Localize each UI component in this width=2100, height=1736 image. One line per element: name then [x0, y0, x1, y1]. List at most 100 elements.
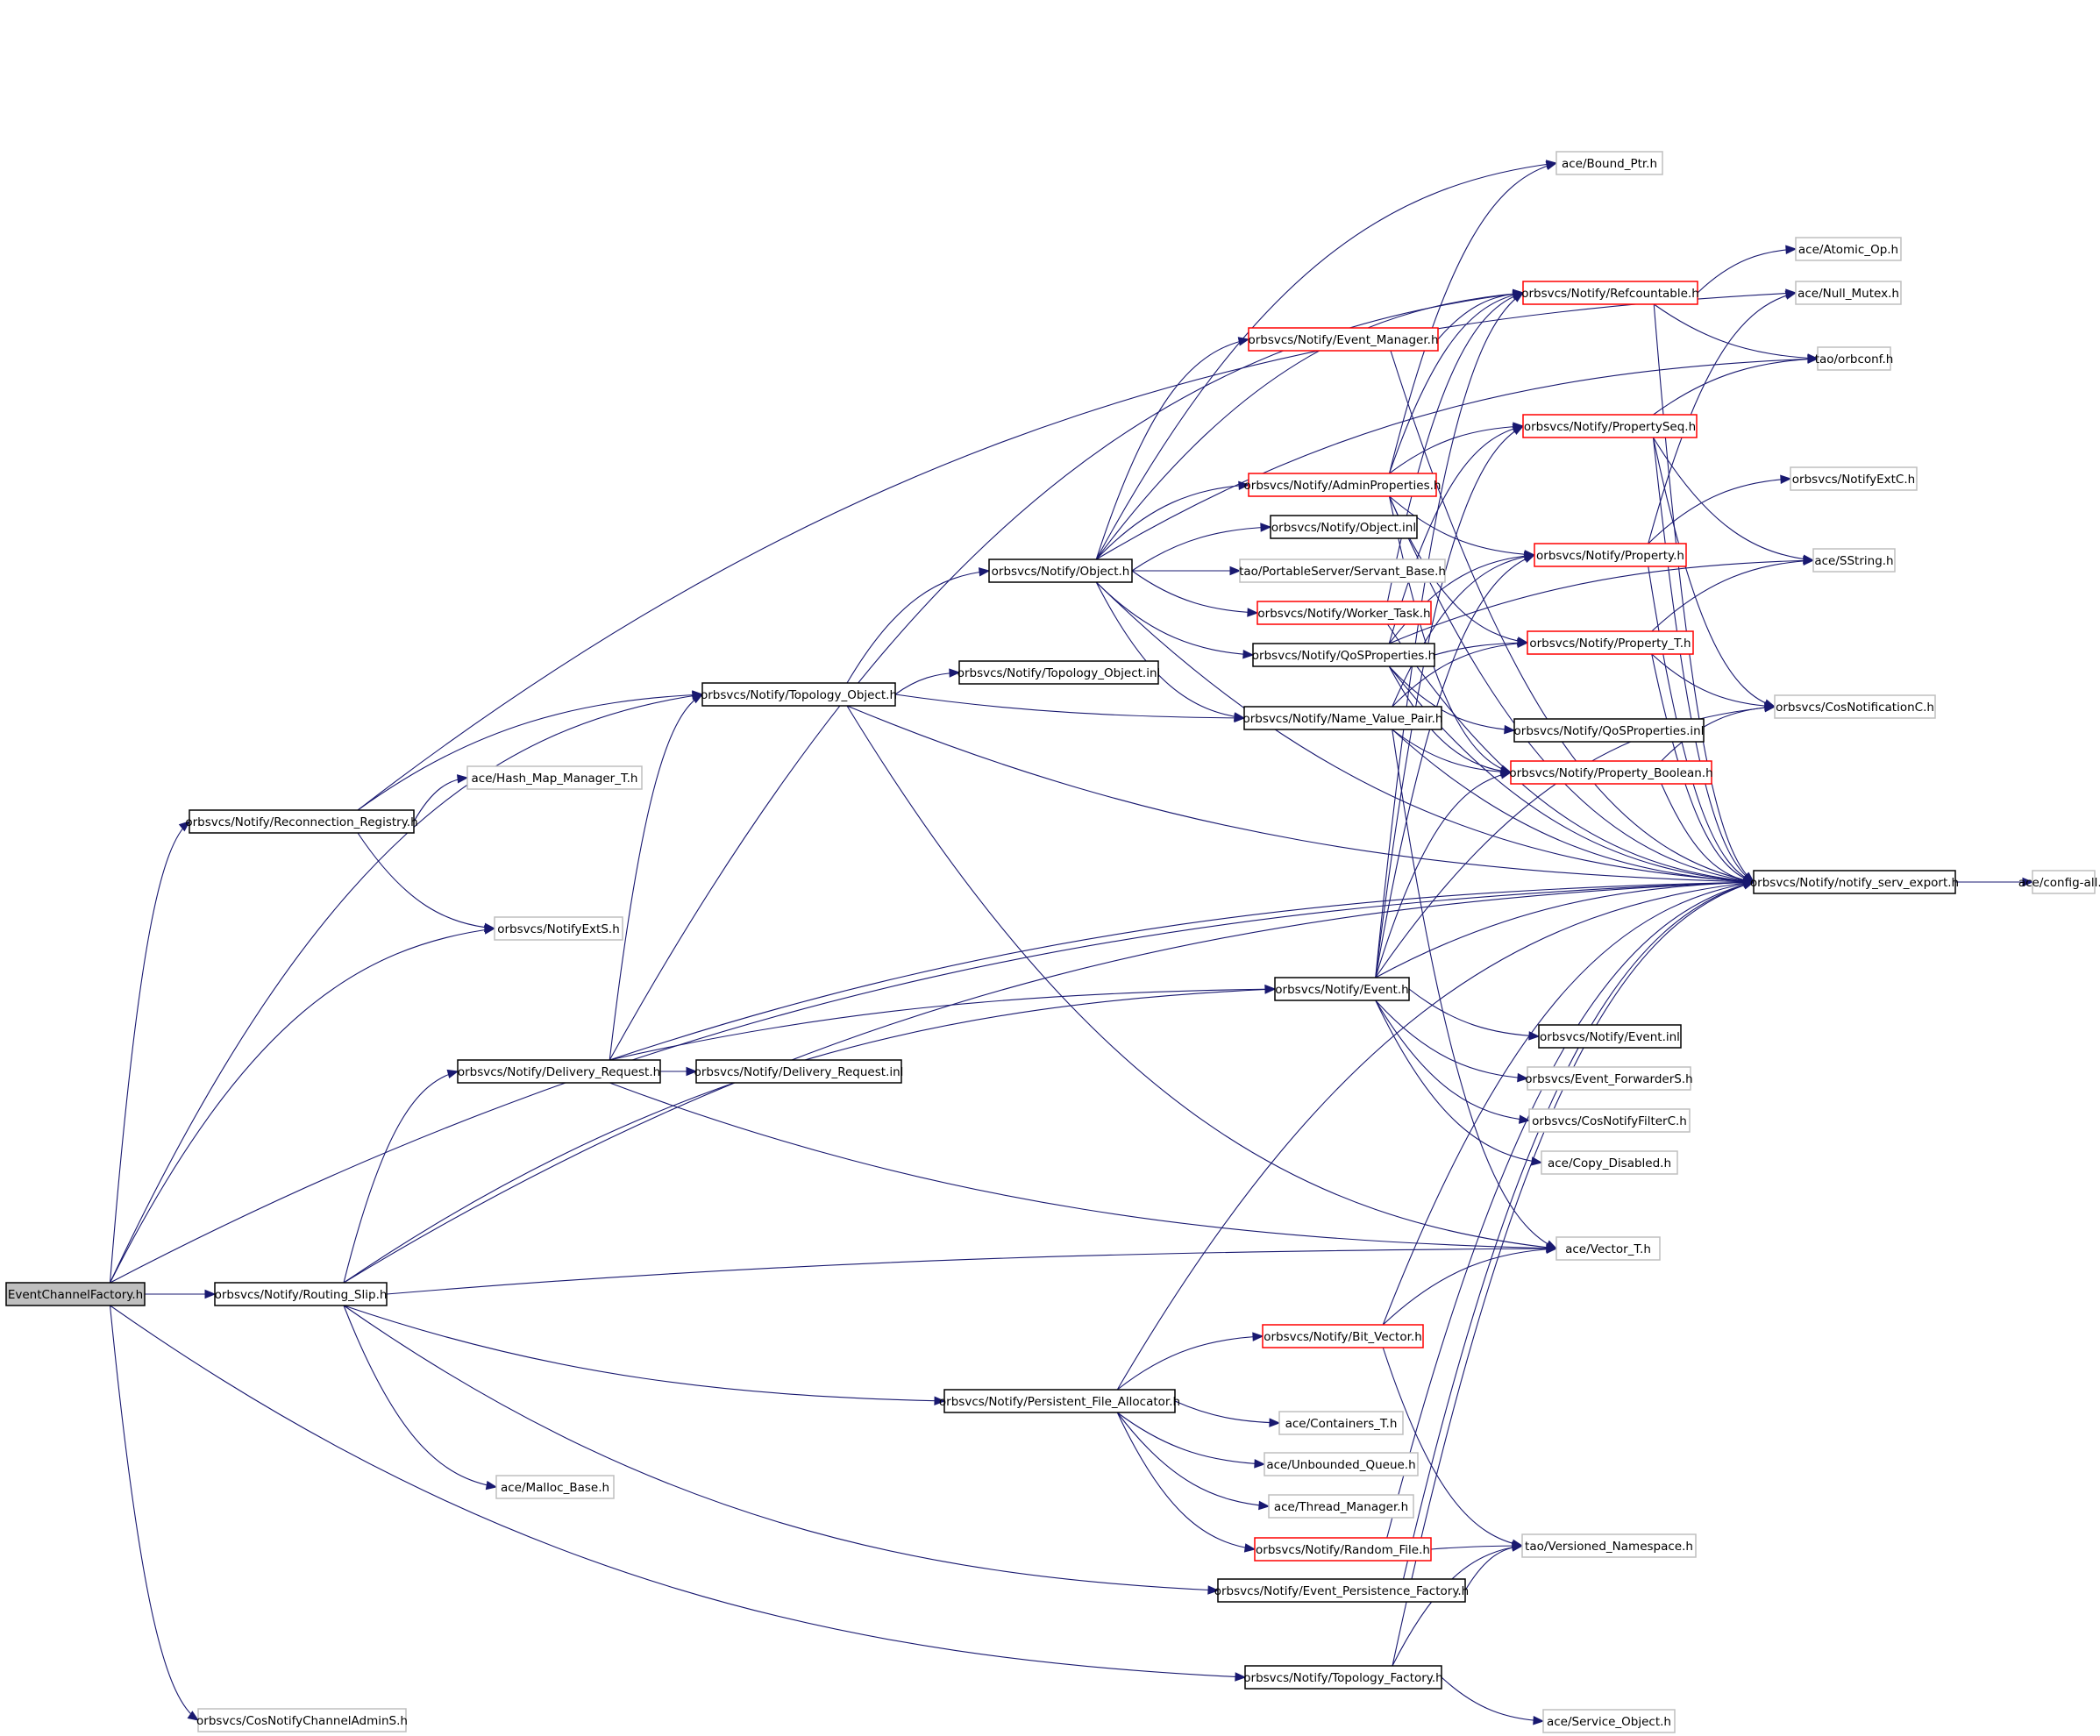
edge-line [609, 881, 1755, 1061]
node-copy-disabled[interactable]: ace/Copy_Disabled.h [1541, 1150, 1678, 1175]
node-notify-serv-export[interactable]: orbsvcs/Notify/notify_serv_export.h [1750, 870, 1959, 894]
node-config-all[interactable]: ace/config-all.h [2018, 870, 2100, 894]
node-reconnection-registry[interactable]: orbsvcs/Notify/Reconnection_Registry.h [185, 809, 418, 834]
node-box [1795, 281, 1902, 305]
node-notifyextc[interactable]: orbsvcs/NotifyExtC.h [1790, 466, 1918, 491]
node-topology-factory[interactable]: orbsvcs/Notify/Topology_Factory.h [1243, 1665, 1443, 1690]
node-worker-task[interactable]: orbsvcs/Notify/Worker_Task.h [1256, 601, 1432, 625]
arrowhead [1785, 245, 1797, 254]
node-box [958, 660, 1159, 685]
edge-line [386, 1248, 1557, 1295]
node-object-inl[interactable]: orbsvcs/Notify/Object.inl [1270, 515, 1418, 539]
node-label: orbsvcs/Notify/QoSProperties.h [1252, 649, 1435, 663]
edge-line [1388, 425, 1524, 644]
node-delivery-request-inl[interactable]: orbsvcs/Notify/Delivery_Request.inl [694, 1059, 904, 1084]
node-label: orbsvcs/CosNotifyFilterC.h [1532, 1114, 1687, 1128]
node-box [214, 1282, 388, 1306]
edge-line [1131, 570, 1258, 614]
node-routing-slip[interactable]: orbsvcs/Notify/Routing_Slip.h [214, 1282, 388, 1306]
edge-line [357, 292, 1797, 811]
node-refcountable[interactable]: orbsvcs/Notify/Refcountable.h [1521, 281, 1699, 305]
node-name-value-pair[interactable]: orbsvcs/Notify/Name_Value_Pair.h [1243, 706, 1443, 730]
node-servant-base[interactable]: tao/PortableServer/Servant_Base.h [1239, 559, 1446, 583]
node-delivery-request[interactable]: orbsvcs/Notify/Delivery_Request.h [457, 1059, 661, 1084]
node-box [1248, 473, 1437, 497]
node-property-t[interactable]: orbsvcs/Notify/Property_T.h [1527, 630, 1694, 655]
node-label: orbsvcs/Notify/Routing_Slip.h [215, 1288, 388, 1302]
node-thread-manager[interactable]: ace/Thread_Manager.h [1268, 1494, 1414, 1519]
edge-object-h-to-bound-ptr [1095, 160, 1558, 560]
node-service-object[interactable]: ace/Service_Object.h [1542, 1709, 1676, 1733]
node-sstring[interactable]: ace/SString.h [1812, 548, 1896, 573]
edge-line [1095, 484, 1249, 560]
node-label: orbsvcs/Notify/Event_Manager.h [1248, 333, 1438, 347]
node-cosnotifychanneladmins[interactable]: orbsvcs/CosNotifyChannelAdminS.h [196, 1708, 408, 1732]
node-event-manager[interactable]: orbsvcs/Notify/Event_Manager.h [1248, 327, 1439, 352]
node-property-boolean[interactable]: orbsvcs/Notify/Property_Boolean.h [1509, 760, 1713, 785]
node-box [1522, 414, 1698, 438]
edge-line [1375, 706, 1776, 978]
edge-reconnection-registry-to-topology-object [357, 690, 704, 811]
node-qos-properties[interactable]: orbsvcs/Notify/QoSProperties.h [1252, 643, 1435, 667]
arrowhead [1784, 290, 1797, 300]
node-label: orbsvcs/Notify/Topology_Object.h [701, 688, 897, 702]
edge-line [1095, 338, 1249, 560]
node-hash-map-manager[interactable]: ace/Hash_Map_Manager_T.h [466, 765, 643, 790]
node-orbconf[interactable]: tao/orbconf.h [1815, 346, 1894, 371]
edge-topology-factory-to-service-object [1441, 1676, 1545, 1725]
node-property-h[interactable]: orbsvcs/Notify/Property.h [1534, 543, 1687, 567]
node-label: orbsvcs/Notify/Refcountable.h [1521, 287, 1699, 301]
edge-line [1437, 292, 1524, 340]
node-event-inl[interactable]: orbsvcs/Notify/Event.inl [1538, 1024, 1682, 1049]
edge-routing-slip-to-malloc-base [343, 1305, 498, 1491]
arrowhead [686, 1066, 698, 1077]
node-atomic-op[interactable]: ace/Atomic_Op.h [1795, 237, 1902, 261]
node-label: orbsvcs/Notify/Delivery_Request.h [458, 1065, 660, 1079]
node-root[interactable]: EventChannelFactory.h [5, 1282, 146, 1306]
edge-delivery-request-to-topology-object [609, 694, 704, 1061]
edge-line [110, 694, 703, 1284]
node-box [988, 559, 1133, 583]
node-versioned-namespace[interactable]: tao/Versioned_Namespace.h [1521, 1533, 1697, 1558]
node-event-h[interactable]: orbsvcs/Notify/Event.h [1274, 977, 1410, 1001]
node-topology-object[interactable]: orbsvcs/Notify/Topology_Object.h [701, 682, 897, 707]
node-unbounded-queue[interactable]: ace/Unbounded_Queue.h [1264, 1452, 1419, 1476]
node-admin-properties[interactable]: orbsvcs/Notify/AdminProperties.h [1244, 473, 1442, 497]
edge-event-manager-to-refcountable [1437, 288, 1525, 340]
node-notifyexts[interactable]: orbsvcs/NotifyExtS.h [494, 916, 623, 941]
node-object-h[interactable]: orbsvcs/Notify/Object.h [988, 559, 1133, 583]
node-propertyseq[interactable]: orbsvcs/Notify/PropertySeq.h [1522, 414, 1698, 438]
node-box [1278, 1411, 1404, 1435]
edge-topology-object-to-topology-object-inl [894, 668, 961, 695]
node-label: orbsvcs/Notify/Event_Persistence_Factory… [1214, 1584, 1470, 1598]
node-cosnotifyfilterc[interactable]: orbsvcs/CosNotifyFilterC.h [1528, 1108, 1691, 1133]
edge-line [1653, 358, 1819, 416]
node-containers-t[interactable]: ace/Containers_T.h [1278, 1411, 1404, 1435]
node-box [2032, 870, 2096, 894]
node-event-persistence-factory[interactable]: orbsvcs/Notify/Event_Persistence_Factory… [1214, 1578, 1470, 1603]
node-label: orbsvcs/Notify/Delivery_Request.inl [694, 1065, 904, 1079]
node-persistent-file-allocator[interactable]: orbsvcs/Notify/Persistent_File_Allocator… [939, 1389, 1180, 1413]
node-label: orbsvcs/Notify/Object.h [992, 565, 1130, 579]
node-null-mutex[interactable]: ace/Null_Mutex.h [1795, 281, 1902, 305]
node-bit-vector[interactable]: orbsvcs/Notify/Bit_Vector.h [1262, 1324, 1424, 1348]
edge-line [1392, 729, 1512, 773]
edge-event-h-to-propertyseq [1375, 425, 1525, 978]
node-topology-object-inl[interactable]: orbsvcs/Notify/Topology_Object.inl [957, 660, 1161, 685]
node-label: orbsvcs/Notify/Random_File.h [1256, 1543, 1430, 1557]
node-bound-ptr[interactable]: ace/Bound_Ptr.h [1555, 151, 1663, 175]
node-random-file[interactable]: orbsvcs/Notify/Random_File.h [1254, 1537, 1432, 1562]
node-label: orbsvcs/CosNotifyChannelAdminS.h [196, 1714, 408, 1728]
node-label: orbsvcs/Notify/PropertySeq.h [1524, 420, 1696, 434]
node-qos-properties-inl[interactable]: orbsvcs/Notify/QoSProperties.inl [1513, 718, 1705, 743]
node-malloc-base[interactable]: ace/Malloc_Base.h [495, 1475, 615, 1499]
node-cosnotificationc[interactable]: orbsvcs/CosNotificationC.h [1774, 694, 1936, 719]
edge-refcountable-to-notify-serv-export [1653, 303, 1755, 883]
node-label: orbsvcs/Notify/QoSProperties.inl [1514, 724, 1705, 738]
edge-line [1095, 358, 1819, 560]
node-event-forwarders[interactable]: orbsvcs/Event_ForwarderS.h [1525, 1066, 1693, 1091]
node-vector-t[interactable]: ace/Vector_T.h [1555, 1236, 1661, 1261]
edge-admin-properties-to-propertyseq [1389, 422, 1525, 474]
node-label: orbsvcs/Notify/Topology_Factory.h [1243, 1671, 1442, 1685]
